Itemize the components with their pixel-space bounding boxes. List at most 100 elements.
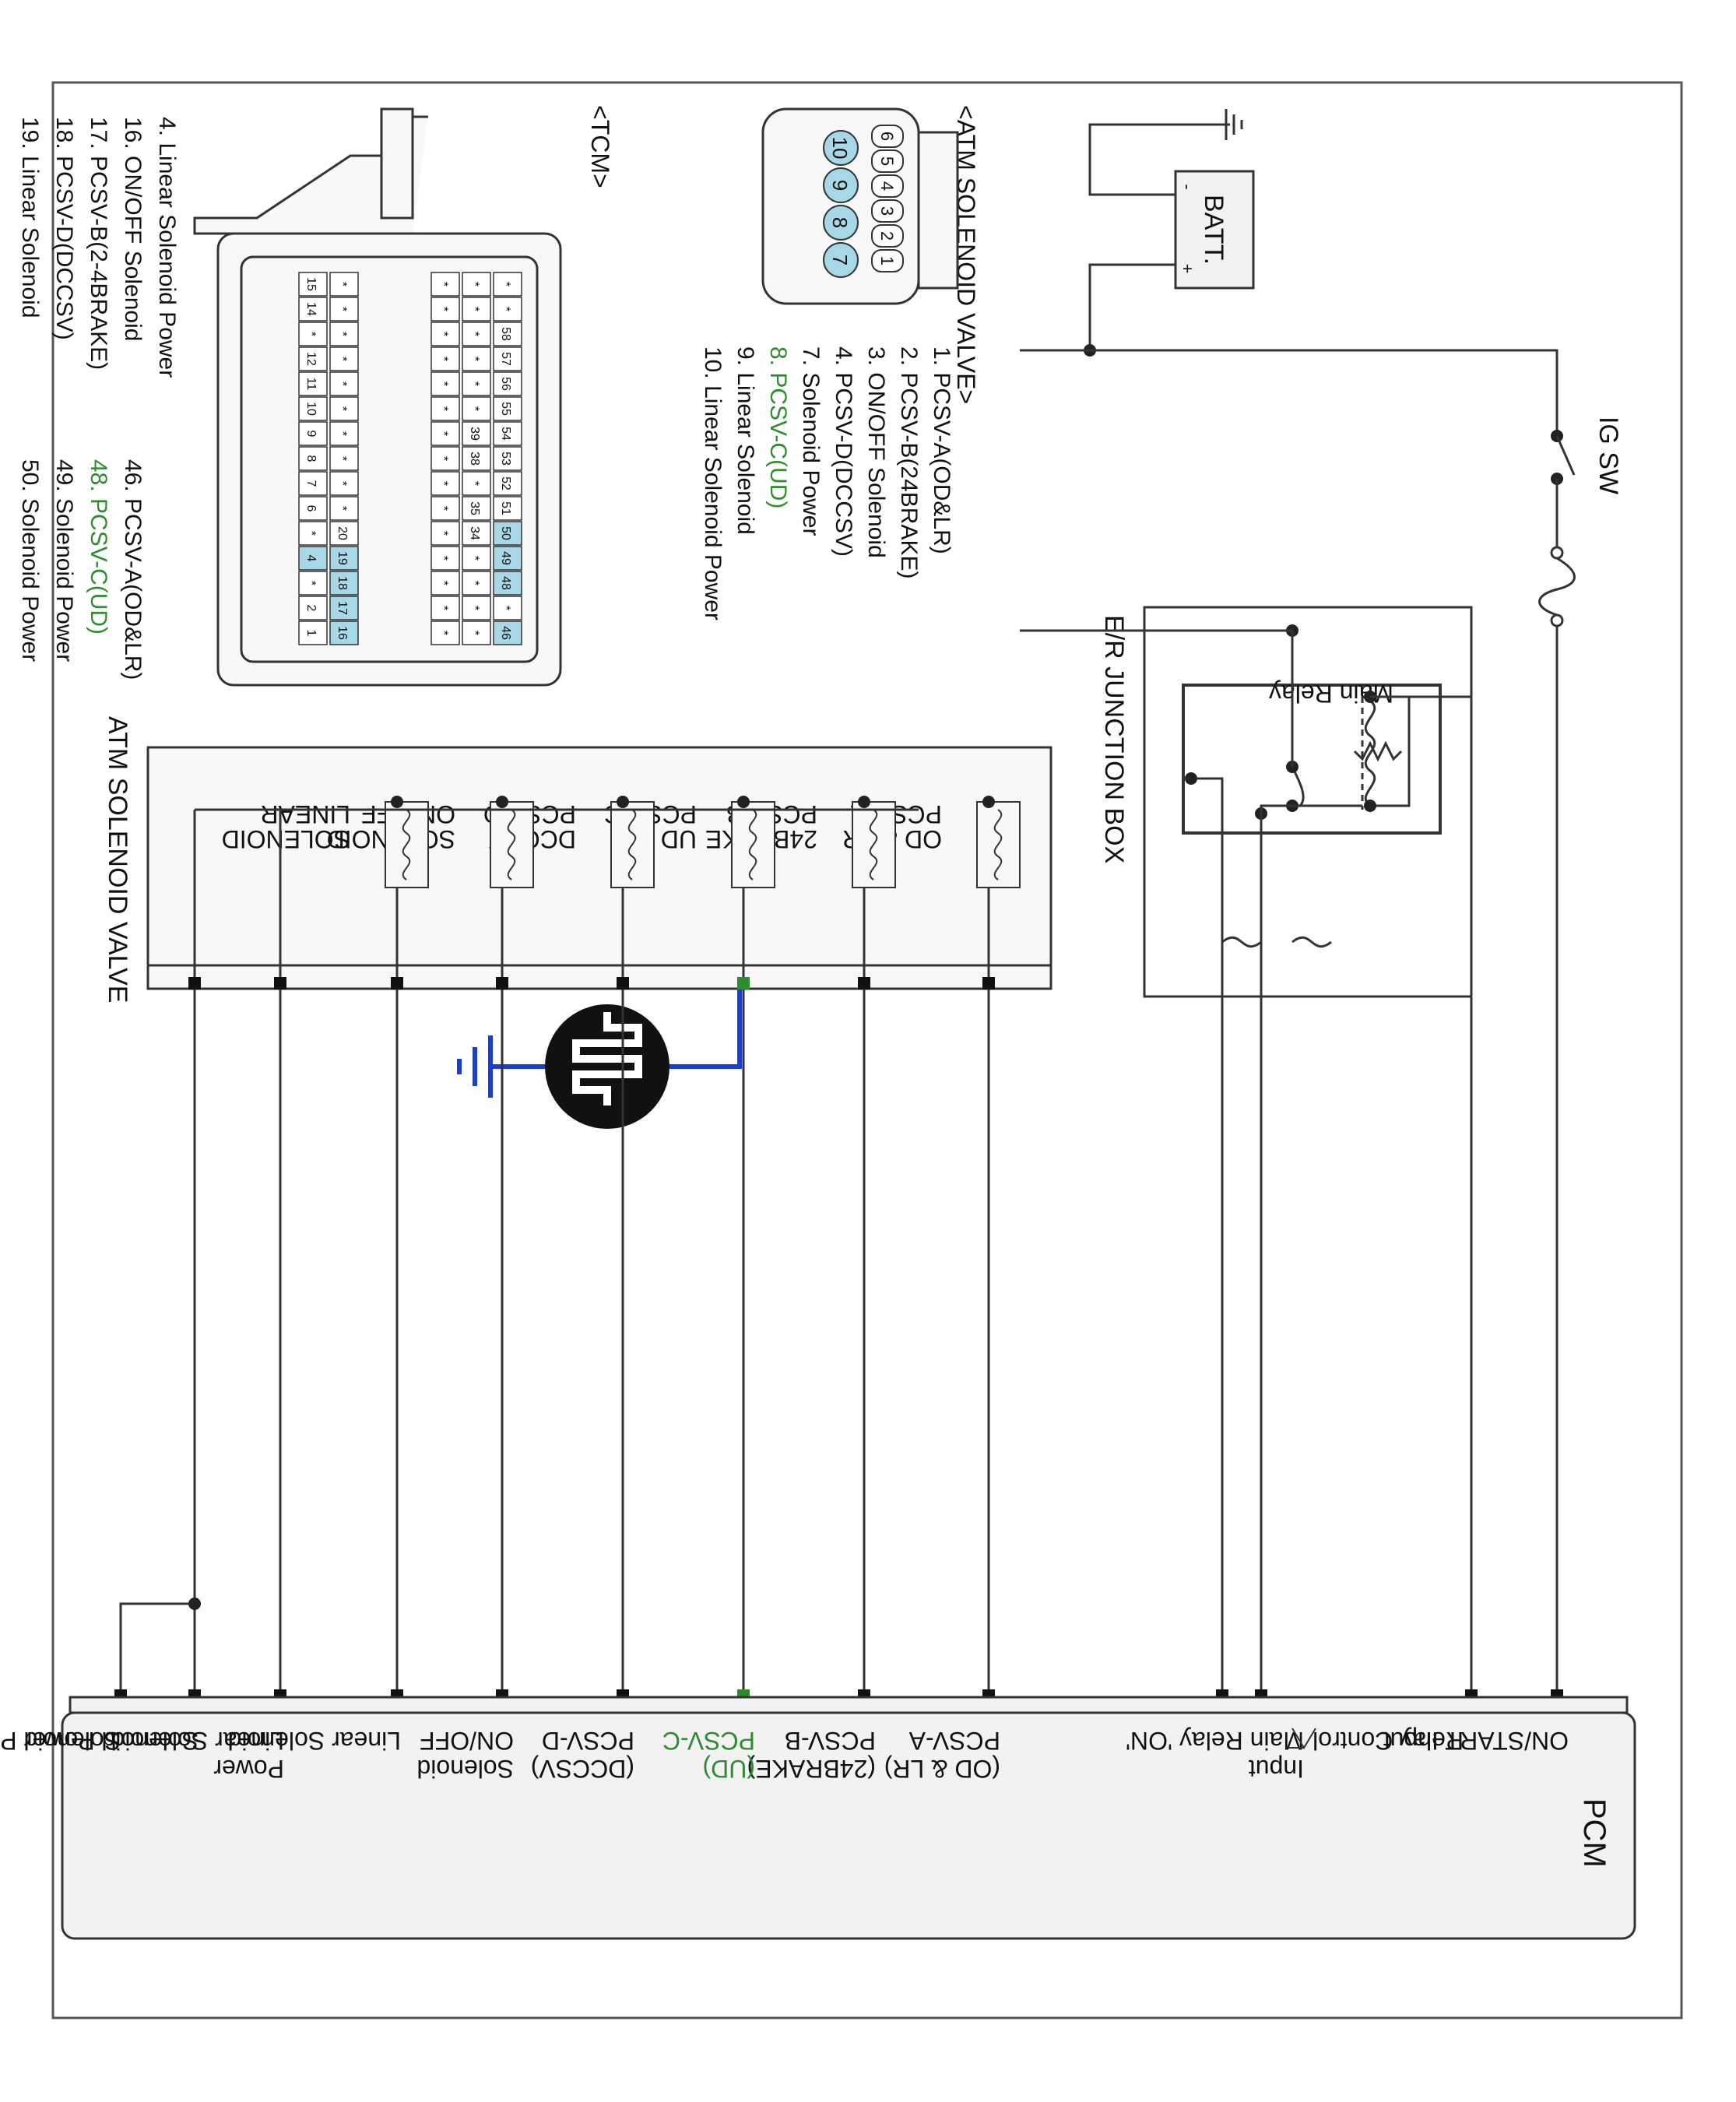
tcm-pin-number: 54: [499, 427, 512, 441]
junction-dot: [737, 796, 750, 808]
tcm-pin-number: *: [437, 531, 450, 536]
tcm-pin-description: 16. ON/OFF Solenoid: [120, 117, 146, 341]
tcm-pin-number: 12: [304, 352, 318, 366]
tcm-pin-cell: [430, 446, 460, 471]
tcm-pin-cell: [430, 620, 460, 645]
tcm-pin-number: 38: [468, 452, 481, 466]
coil-symbol: [993, 809, 1003, 881]
tcm-pin-number: 35: [468, 501, 481, 515]
atm-pin-number: 9: [828, 180, 852, 191]
power-bus-wire: [119, 808, 919, 1697]
tcm-pin-number: *: [336, 481, 349, 486]
tcm-pin-number: *: [437, 282, 450, 286]
tcm-pin-cell: [329, 346, 359, 371]
pcm-pin-label: (OD & LR): [884, 1755, 1000, 1783]
tcm-pin-number: 17: [336, 601, 349, 615]
tcm-pin-cell: [493, 297, 522, 322]
junction-dot: [982, 796, 995, 808]
atm-pin-cell: [823, 130, 859, 166]
pcm-pin-label: PCSV-A: [908, 1727, 1000, 1755]
pcm-pin-label: PCSV-C: [662, 1727, 755, 1755]
tcm-pin-cell: [462, 521, 491, 546]
atm-solenoid-valve-block: ATM SOLENOID VALVE PCSV-AOD & LRPCSV-B24…: [103, 716, 1052, 1003]
pcm-pin-label: (UD): [702, 1755, 755, 1783]
tcm-pin-cell: [462, 496, 491, 521]
atm-pin-description: 8. PCSV-C(UD): [765, 346, 791, 508]
pcm-pin-label: Solenoid: [416, 1755, 514, 1783]
tcm-pin-cell: [329, 596, 359, 620]
er-junction-box: E/R JUNCTION BOX Main Relay: [1020, 606, 1473, 998]
atm-pin-list: 1. PCSV-A(OD&LR)2. PCSV-B(24BRAKE)3. ON/…: [700, 346, 954, 620]
tcm-pin-cell: [430, 596, 460, 620]
tcm-pin-number: *: [437, 606, 450, 610]
battery-plus-wire: [1088, 263, 1175, 350]
battery-plus: +: [1178, 264, 1197, 274]
tcm-pin-number: 48: [499, 576, 512, 590]
tcm-pin-number: *: [468, 481, 481, 486]
tcm-pin-cell: [493, 446, 522, 471]
tcm-pin-cell: [329, 371, 359, 396]
tcm-pin-number: *: [336, 381, 349, 386]
atm-pin-description: 1. PCSV-A(OD&LR): [929, 346, 954, 554]
tcm-pin-cell: [493, 396, 522, 421]
tcm-pin-number: *: [468, 357, 481, 361]
atm-pin-description: 10. Linear Solenoid Power: [700, 346, 726, 620]
tcm-pin-number: 46: [499, 626, 512, 640]
tcm-pin-cell: [493, 620, 522, 645]
tcm-pin-cell: [298, 446, 328, 471]
solenoid-block-title: ATM SOLENOID VALVE: [103, 716, 132, 1003]
tcm-pin-cell: [493, 546, 522, 571]
tcm-pin-cell: [298, 322, 328, 346]
pcm-pin-label: (24BRAKE): [747, 1755, 876, 1783]
tcm-pin-cell: [329, 620, 359, 645]
tcm-pin-number: *: [468, 606, 481, 610]
tcm-pin-number: *: [437, 506, 450, 511]
brace-symbol: [1288, 1728, 1316, 1749]
tcm-pin-cell: [493, 596, 522, 620]
tcm-pin-number: *: [437, 556, 450, 561]
tcm-pin-cell: [298, 396, 328, 421]
atm-pin-cell: [871, 224, 904, 248]
coil-symbol: [507, 809, 516, 881]
atm-pin-cell: [871, 125, 904, 148]
tcm-pin-number: *: [437, 332, 450, 336]
tcm-pin-number: 6: [304, 505, 318, 512]
block-pin: [982, 977, 995, 989]
tcm-pin-number: *: [304, 581, 318, 585]
ig-switch: IG SW: [1551, 405, 1623, 494]
tcm-pin-number: 9: [304, 431, 318, 438]
pcm-pin-label: PCSV-D: [542, 1727, 634, 1755]
tcm-pin-cell: [493, 421, 522, 446]
junction-fuses: [1221, 936, 1332, 948]
atm-pin-cell: [871, 174, 904, 198]
tcm-pin-cell: [462, 620, 491, 645]
tcm-pin-cell: [462, 346, 491, 371]
pcm-pin-label: Relay Control: [1313, 1727, 1464, 1755]
tcm-pin-number: 19: [336, 551, 349, 565]
tcm-pin-cell: [493, 471, 522, 496]
tcm-pin-cell: [462, 596, 491, 620]
tcm-pin-number: 34: [468, 526, 481, 540]
block-pin: [188, 977, 201, 989]
tcm-pin-number: *: [468, 381, 481, 386]
tcm-pin-number: 51: [499, 501, 512, 515]
junction-box-title: E/R JUNCTION BOX: [1099, 615, 1129, 863]
tcm-pin-number: *: [437, 581, 450, 585]
tcm-pin-description: 17. PCSV-B(2-4BRAKE): [86, 117, 111, 370]
tcm-pin-number: *: [468, 581, 481, 585]
tcm-pin-number: *: [336, 506, 349, 511]
tcm-pin-description: 49. Solenoid Power: [51, 459, 77, 662]
tcm-pin-number: 52: [499, 476, 512, 490]
pcm-pin-label: (DCCSV): [531, 1755, 634, 1783]
tcm-pin-number: *: [468, 556, 481, 561]
tcm-pin-cell: [329, 322, 359, 346]
coil-label: SOLENOID: [222, 825, 350, 853]
tcm-pin-number: *: [437, 431, 450, 436]
tcm-pin-grid: **5857565554535251504948*46******3938*35…: [298, 272, 522, 645]
tcm-pin-cell: [298, 620, 328, 645]
